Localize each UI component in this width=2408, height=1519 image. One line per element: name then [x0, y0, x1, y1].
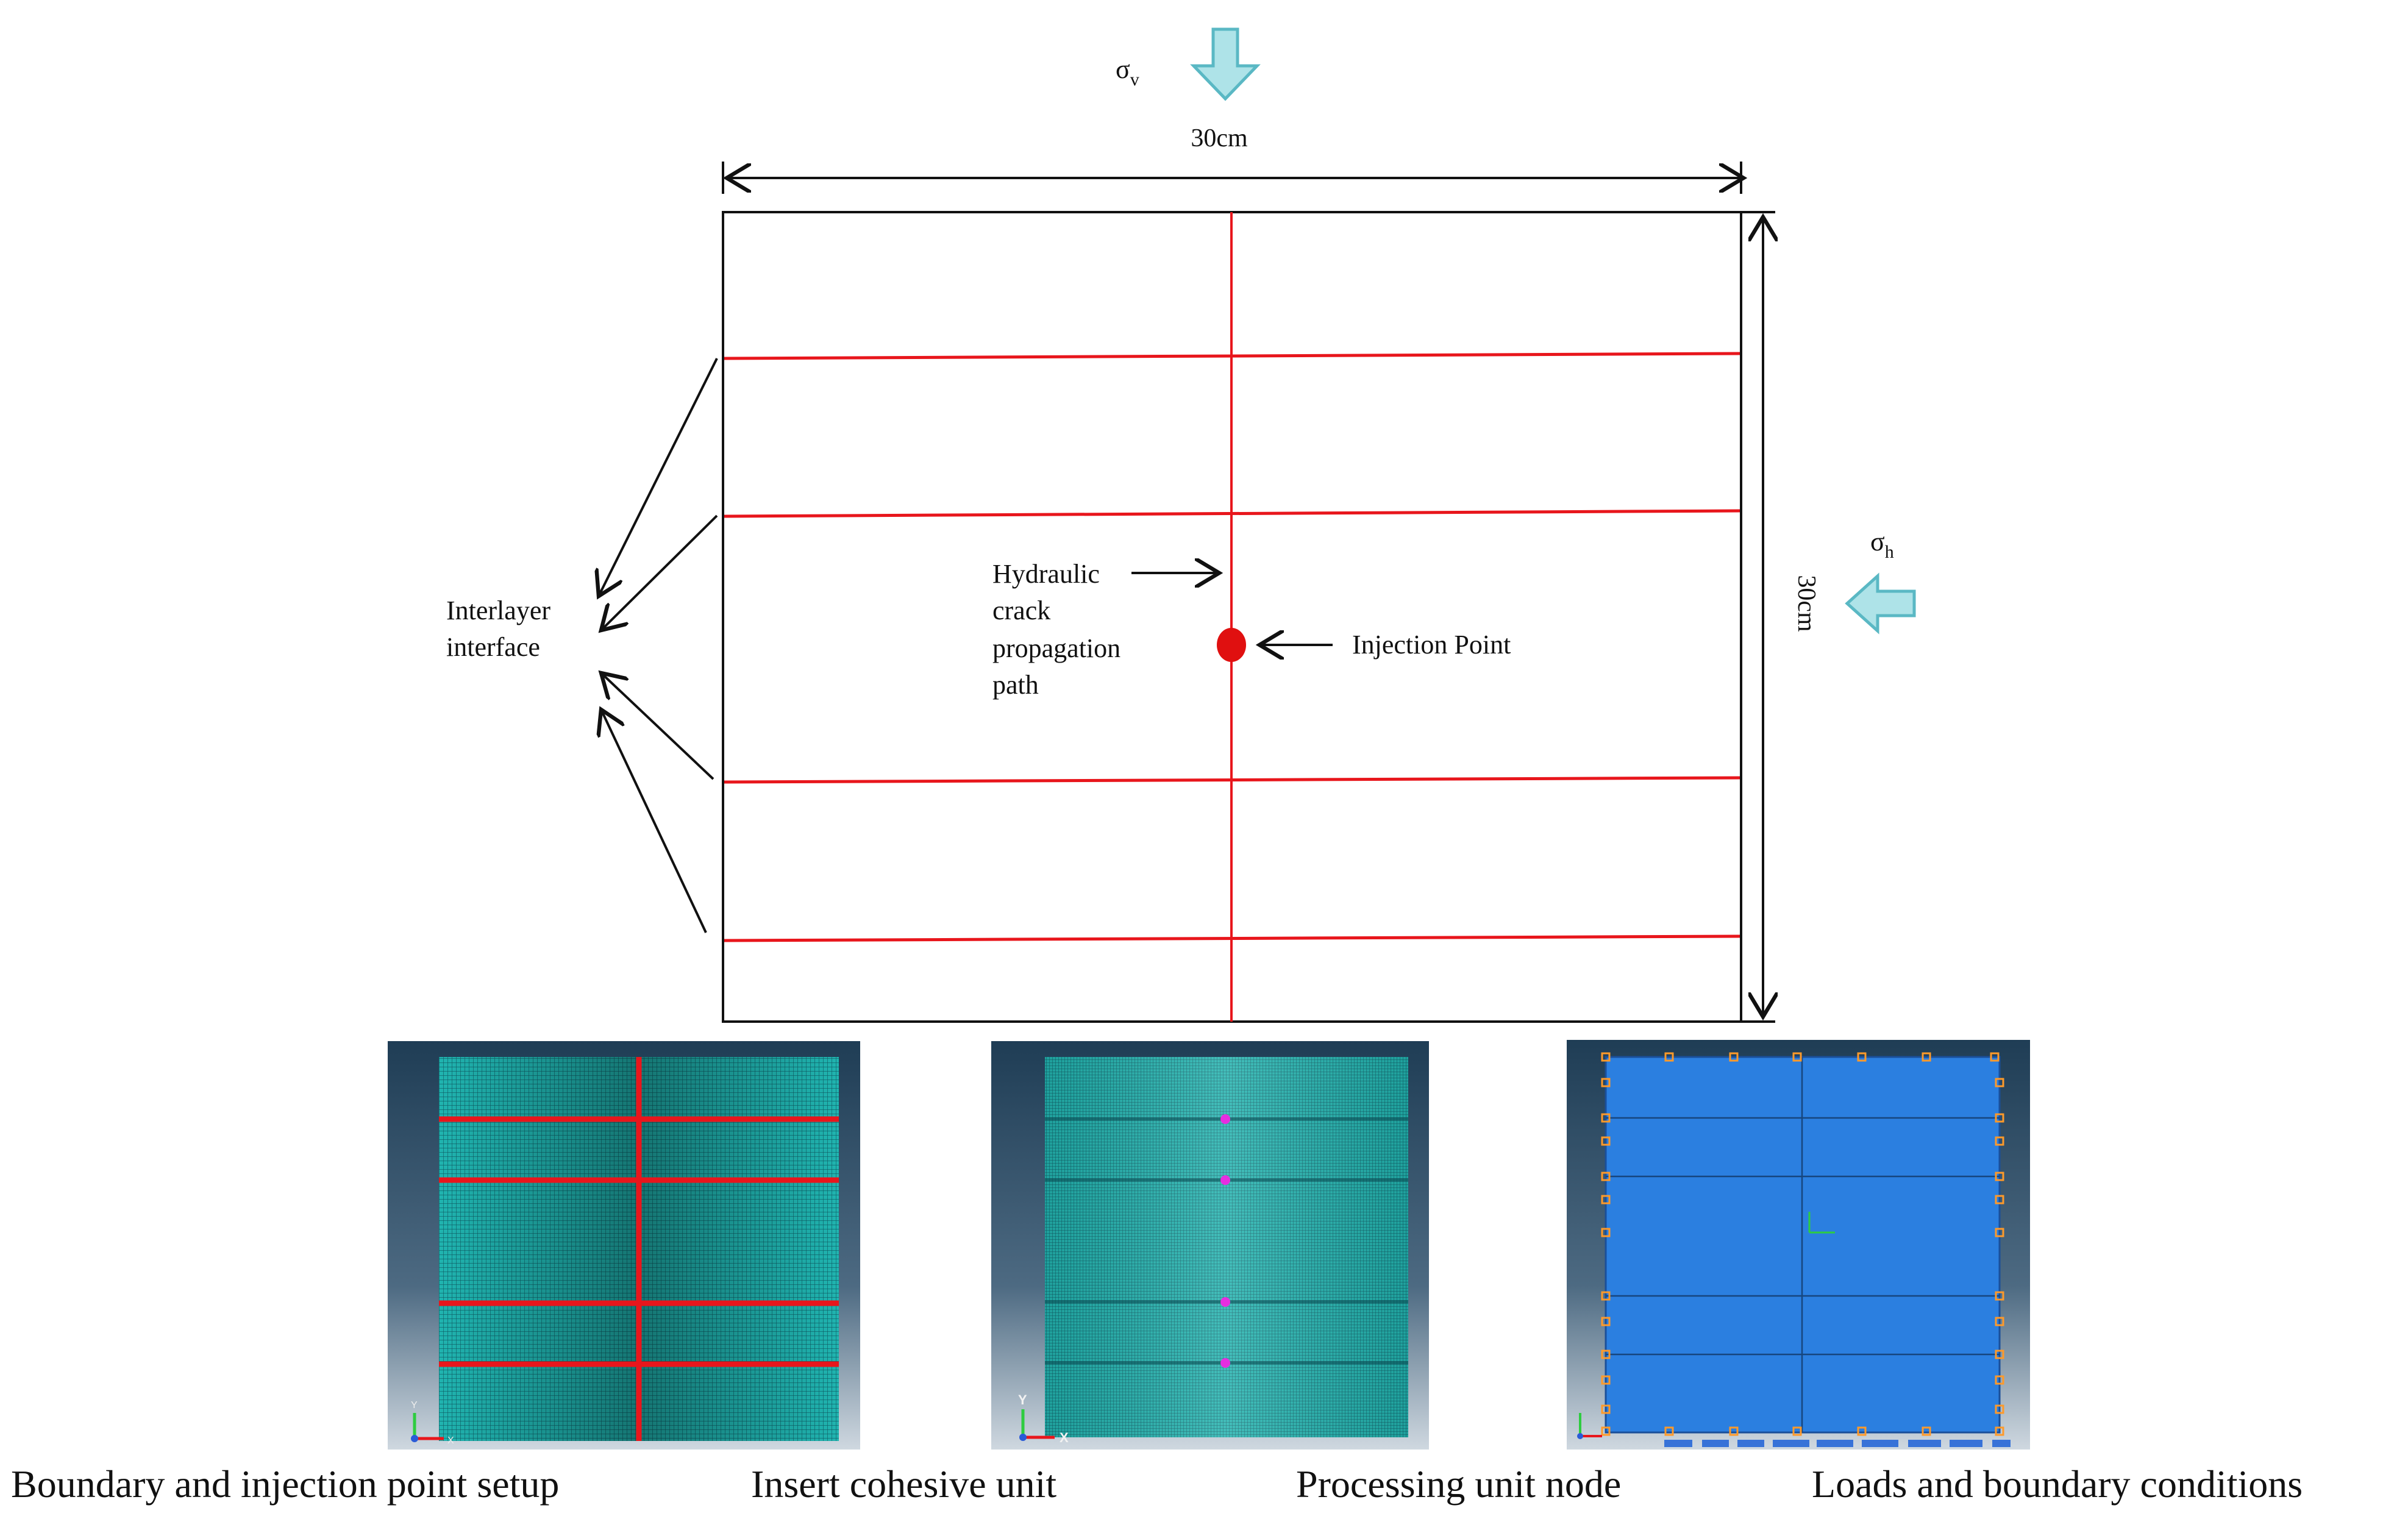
cohesive-node: [1220, 1175, 1230, 1185]
origin-triad-icon: [1808, 1212, 1835, 1234]
panel-cohesive-unit: Y X: [991, 1041, 1429, 1450]
axis-triad-icon: [1577, 1413, 1602, 1439]
sigma-v-arrow-icon: [1190, 27, 1261, 101]
injection-point-icon: [1217, 628, 1246, 662]
schematic-diagram: σv 30cm 30cm σh Interlayer interface Hyd…: [446, 27, 1916, 1023]
cohesive-node: [1220, 1358, 1230, 1368]
axis-triad-icon: Y X: [1018, 1392, 1069, 1445]
caption-boundary-setup: Boundary and injection point setup: [11, 1462, 560, 1506]
axis-triad-icon: Y X: [411, 1400, 454, 1446]
svg-text:Y: Y: [1018, 1392, 1027, 1407]
cohesive-node: [1220, 1114, 1230, 1124]
panel-processing-node: [1567, 1040, 2030, 1450]
height-dimension-label: 30cm: [1792, 575, 1820, 632]
interlayer-pointer-arrows: [599, 358, 718, 933]
cohesive-node: [1220, 1297, 1230, 1307]
injection-point-label: Injection Point: [1352, 630, 1511, 660]
sigma-h-arrow-icon: [1845, 572, 1916, 635]
panel-boundary-setup: Y X: [388, 1041, 860, 1450]
svg-text:X: X: [447, 1435, 454, 1446]
caption-processing-node: Processing unit node: [1296, 1462, 1622, 1506]
svg-text:Y: Y: [411, 1400, 418, 1410]
caption-loads-boundary: Loads and boundary conditions: [1812, 1462, 2303, 1506]
sigma-h-label: σh: [1870, 527, 1894, 562]
boundary-markers: [1601, 1052, 2004, 1436]
caption-cohesive-unit: Insert cohesive unit: [751, 1462, 1057, 1506]
svg-text:X: X: [1060, 1430, 1069, 1445]
crack-path-label: Hydraulic crack propagation path: [992, 559, 1127, 700]
width-dimension-label: 30cm: [1191, 124, 1248, 152]
sigma-v-label: σv: [1116, 54, 1139, 90]
interlayer-interface-label: Interlayer interface: [446, 596, 557, 662]
